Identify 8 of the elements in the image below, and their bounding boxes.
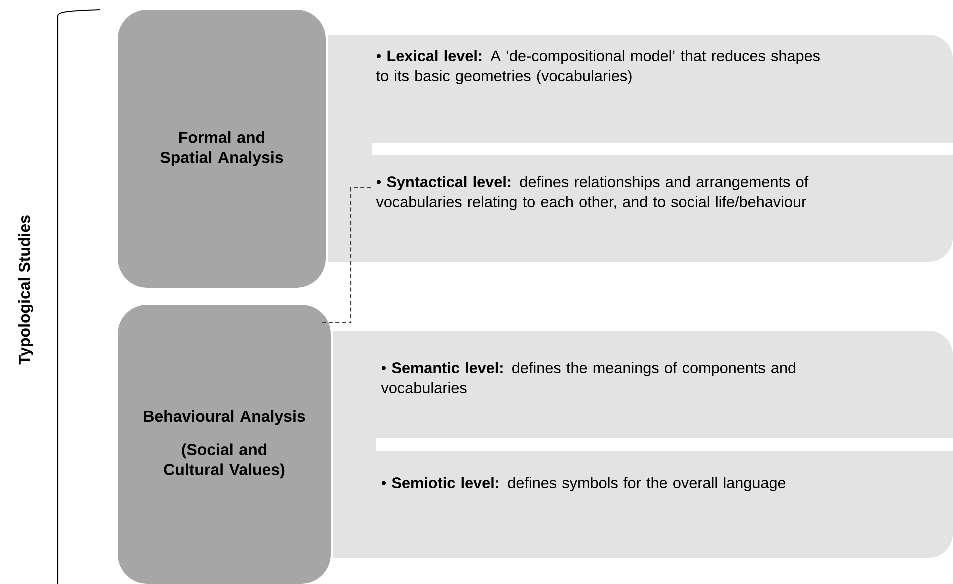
- text-panel: • Semantic level: defines the meanings of components and vocabularies: [333, 331, 953, 452]
- text-panel: • Lexical level: A ‘de-compositional model’ that reduces shapes to its basic geometries (vocabularies): [328, 35, 953, 156]
- category-box: Behavioural Analysis (Social and Cultural Values): [118, 305, 331, 584]
- text-panel: • Semiotic level: defines symbols for the overall language: [333, 451, 953, 558]
- text-panel: • Syntactical level: defines relationships and arrangements of vocabularies relating to each other, and to social life/behaviour: [328, 155, 953, 262]
- connector-line: [322, 187, 373, 324]
- side-label: Typological Studies: [18, 216, 34, 365]
- category-box: Formal and Spatial Analysis: [118, 10, 326, 288]
